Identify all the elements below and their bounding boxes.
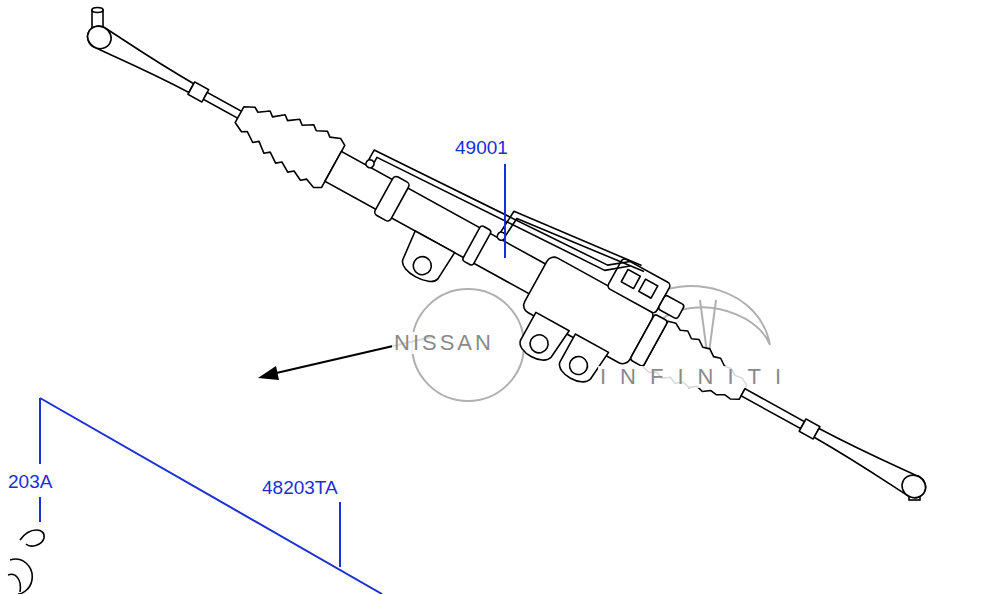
watermark: INFINITI xyxy=(598,366,797,388)
callout-number: 48203TA xyxy=(262,478,338,497)
watermark: NISSAN xyxy=(392,332,496,354)
callout-number: 203A xyxy=(8,472,52,491)
partial-part xyxy=(8,530,44,594)
callout-number: 49001 xyxy=(455,138,508,157)
steering-rack xyxy=(55,0,955,554)
ball-stud xyxy=(92,8,920,501)
leader-line xyxy=(40,164,505,594)
